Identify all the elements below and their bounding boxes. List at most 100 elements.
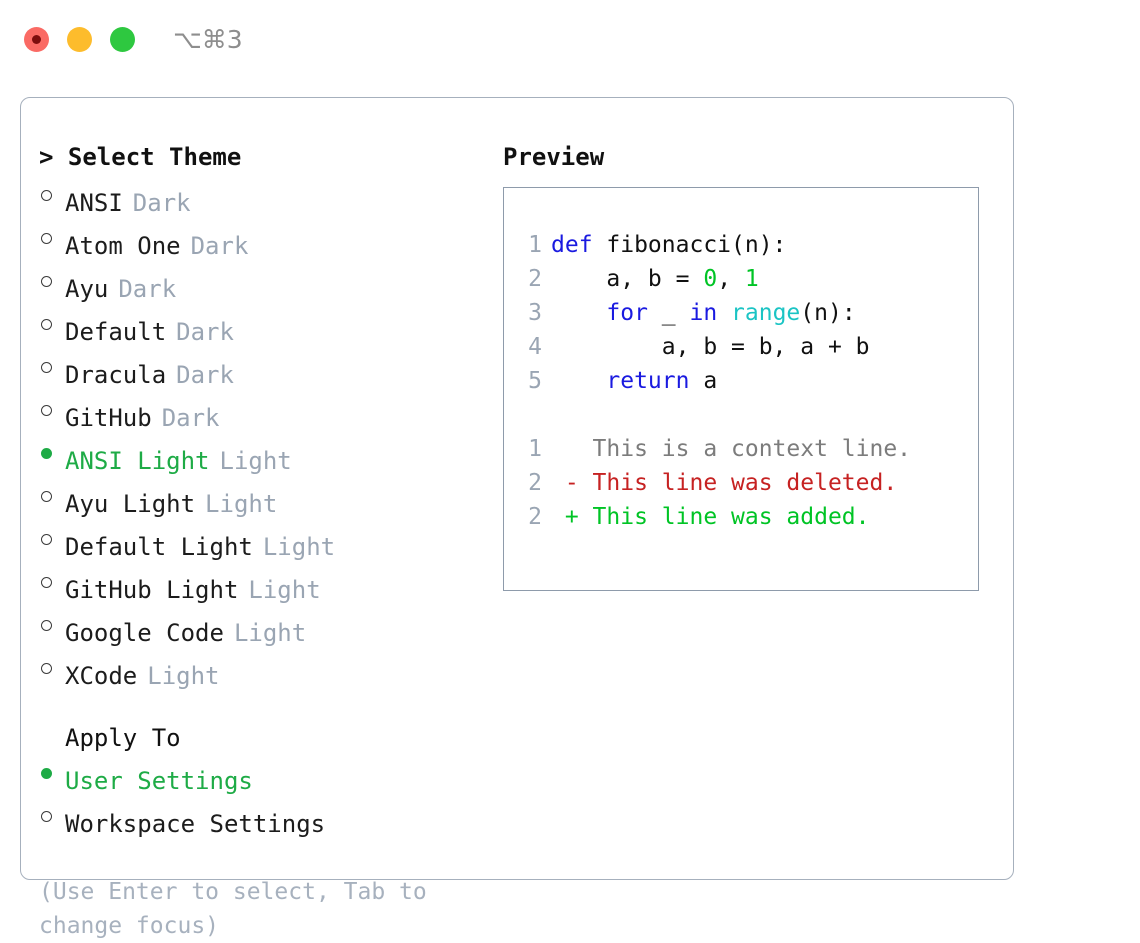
code-line-content: return a [551,368,717,394]
apply-to-heading: Apply To [65,724,181,752]
code-line: 2 a, b = 0, 1 [518,262,978,296]
theme-option-xcode[interactable]: XCode Light [39,650,485,693]
theme-option-variant: Light [248,576,321,604]
minimize-button-icon[interactable] [67,26,92,52]
radio-unselected-icon [39,220,65,254]
code-token-plain [717,300,731,326]
code-token-num: 0 [703,266,718,292]
theme-option-variant: Light [262,533,336,561]
code-line: 3 for _ in range(n): [518,296,978,330]
radio-unselected-icon [39,306,65,340]
diff-line-number: 1 [528,436,542,462]
theme-option-label: Atom One [65,232,181,260]
section-spacer [39,693,485,721]
code-line-content: a, b = b, a + b [551,334,870,360]
apply-to-option-workspace-settings[interactable]: Workspace Settings [39,798,485,841]
theme-option-variant: Dark [118,275,177,303]
theme-option-github-light[interactable]: GitHub Light Light [39,564,485,607]
code-token-kw: return [606,368,690,394]
radio-unselected-icon [39,349,65,383]
window-controls [24,26,135,52]
theme-option-label: GitHub [65,404,152,432]
keyboard-hint-text: (Use Enter to select, Tab to change focu… [39,879,441,939]
radio-unselected-icon [39,798,65,832]
code-token-plain: a, b = [551,266,704,292]
theme-option-default[interactable]: Default Dark [39,306,485,349]
radio-selected-icon [39,435,65,469]
theme-option-variant: Light [219,447,292,475]
code-token-kw: def [551,232,593,258]
theme-option-label: Default Light [65,533,253,561]
code-line-number: 3 [528,300,542,326]
radio-unselected-icon [39,564,65,598]
theme-option-variant: Dark [176,318,234,346]
code-line-content: def fibonacci(n): [551,232,786,258]
title-bar: ⌥⌘3 [0,0,1140,78]
theme-option-label: ANSI [65,189,123,217]
theme-option-variant: Dark [161,404,220,432]
diff-line-content: + This line was added. [551,504,870,530]
theme-option-label: Ayu Light [65,490,196,518]
radio-selected-icon [39,755,65,789]
radio-unselected-icon [39,607,65,641]
code-token-kw: in [689,300,718,326]
code-diff-spacer [518,398,978,432]
theme-option-ayu[interactable]: Ayu Dark [39,263,485,306]
theme-option-github[interactable]: GitHub Dark [39,392,485,435]
radio-unselected-icon [39,177,65,211]
theme-option-variant: Dark [176,361,234,389]
diff-line-content: This is a context line. [551,436,912,462]
code-line-number: 1 [528,232,542,258]
code-token-plain: , [717,266,745,292]
code-token-kw: for [606,300,648,326]
radio-unselected-icon [39,478,65,512]
theme-option-default-light[interactable]: Default Light Light [39,521,485,564]
theme-option-label: GitHub Light [65,576,239,604]
theme-option-atom-one[interactable]: Atom One Dark [39,220,485,263]
code-token-plain: a, b = b, a + b [551,334,870,360]
theme-option-variant: Light [147,662,220,690]
radio-unselected-icon [39,521,65,555]
maximize-button-icon[interactable] [110,26,135,52]
theme-option-label: Ayu [65,275,109,303]
theme-option-variant: Dark [190,232,249,260]
code-token-plain [551,300,606,326]
diff-line-del: 2 - This line was deleted. [518,466,978,500]
theme-option-ansi-light[interactable]: ANSI Light Light [39,435,485,478]
code-token-plain [551,368,606,394]
theme-option-label: XCode [65,662,138,690]
radio-unselected-icon [39,392,65,426]
diff-line-add: 2 + This line was added. [518,500,978,534]
apply-to-option-label: Workspace Settings [65,810,326,838]
diff-line-ctx: 1 This is a context line. [518,432,978,466]
theme-option-label: Google Code [65,619,224,647]
code-line: 5 return a [518,364,978,398]
code-token-plain: fibonacci(n): [592,232,787,258]
code-line-content: for _ in range(n): [551,300,855,326]
apply-to-option-user-settings[interactable]: User Settings [39,755,485,798]
code-token-plain: a [689,368,718,394]
preview-heading: Preview [503,143,605,171]
code-line-content: a, b = 0, 1 [551,266,758,292]
code-line: 1 def fibonacci(n): [518,228,978,262]
apply-to-option-label: User Settings [65,767,253,795]
select-theme-heading: > Select Theme [39,143,242,171]
theme-option-label: Default [65,318,167,346]
code-line-number: 4 [528,334,542,360]
close-button-icon[interactable] [24,26,49,52]
radio-unselected-icon [39,650,65,684]
theme-option-label: ANSI Light [65,447,210,475]
diff-line-content: - This line was deleted. [551,470,898,496]
code-token-fn: range [731,300,801,326]
code-line: 4 a, b = b, a + b [518,330,978,364]
